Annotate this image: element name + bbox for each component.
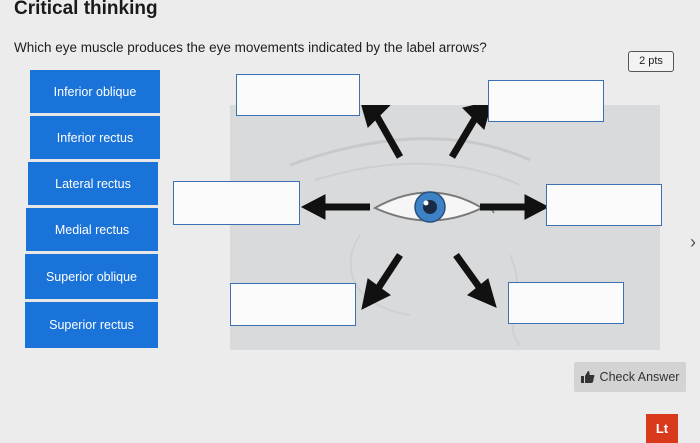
answer-chip-superior-rectus[interactable]: Superior rectus <box>25 302 158 348</box>
thumbs-up-icon <box>580 371 595 383</box>
answer-chip-label: Inferior rectus <box>56 130 134 145</box>
answer-chip-label: Lateral rectus <box>55 176 131 191</box>
answer-chip-label: Superior oblique <box>45 269 138 284</box>
check-answer-button[interactable]: Check Answer <box>574 362 686 392</box>
drop-target-right[interactable] <box>546 184 662 226</box>
drop-target-up-right[interactable] <box>488 80 604 122</box>
chevron-right-icon: › <box>690 232 696 252</box>
arrow-left-icon <box>300 194 370 220</box>
answer-chip-lateral-rectus[interactable]: Lateral rectus <box>28 162 158 208</box>
arrow-down-right-icon <box>453 252 497 308</box>
logo-text: Lt <box>655 421 669 436</box>
points-badge: 2 pts <box>628 51 674 72</box>
check-answer-label: Check Answer <box>599 370 680 384</box>
arrow-up-right-icon <box>448 100 493 159</box>
drop-target-down-right[interactable] <box>508 282 624 324</box>
answer-chip-inferior-oblique[interactable]: Inferior oblique <box>30 70 160 116</box>
answer-chip-label: Inferior oblique <box>53 84 137 99</box>
page-title: Critical thinking <box>14 0 158 19</box>
answer-chip-label: Superior rectus <box>49 318 134 332</box>
eye-illustration <box>289 98 550 346</box>
arrow-right-icon <box>480 194 550 220</box>
answer-chip-medial-rectus[interactable]: Medial rectus <box>26 208 158 254</box>
question-text: Which eye muscle produces the eye moveme… <box>14 40 487 55</box>
answer-chip-label: Medial rectus <box>54 222 130 237</box>
drop-target-left[interactable] <box>173 181 300 225</box>
lt-logo: Lt <box>646 414 678 443</box>
answer-chip-inferior-rectus[interactable]: Inferior rectus <box>30 116 160 162</box>
arrow-down-left-icon <box>361 253 403 310</box>
arrow-up-left-icon <box>359 98 404 159</box>
answer-chip-superior-oblique[interactable]: Superior oblique <box>25 254 158 302</box>
drop-target-down-left[interactable] <box>230 283 356 326</box>
drop-target-up-left[interactable] <box>236 74 360 116</box>
